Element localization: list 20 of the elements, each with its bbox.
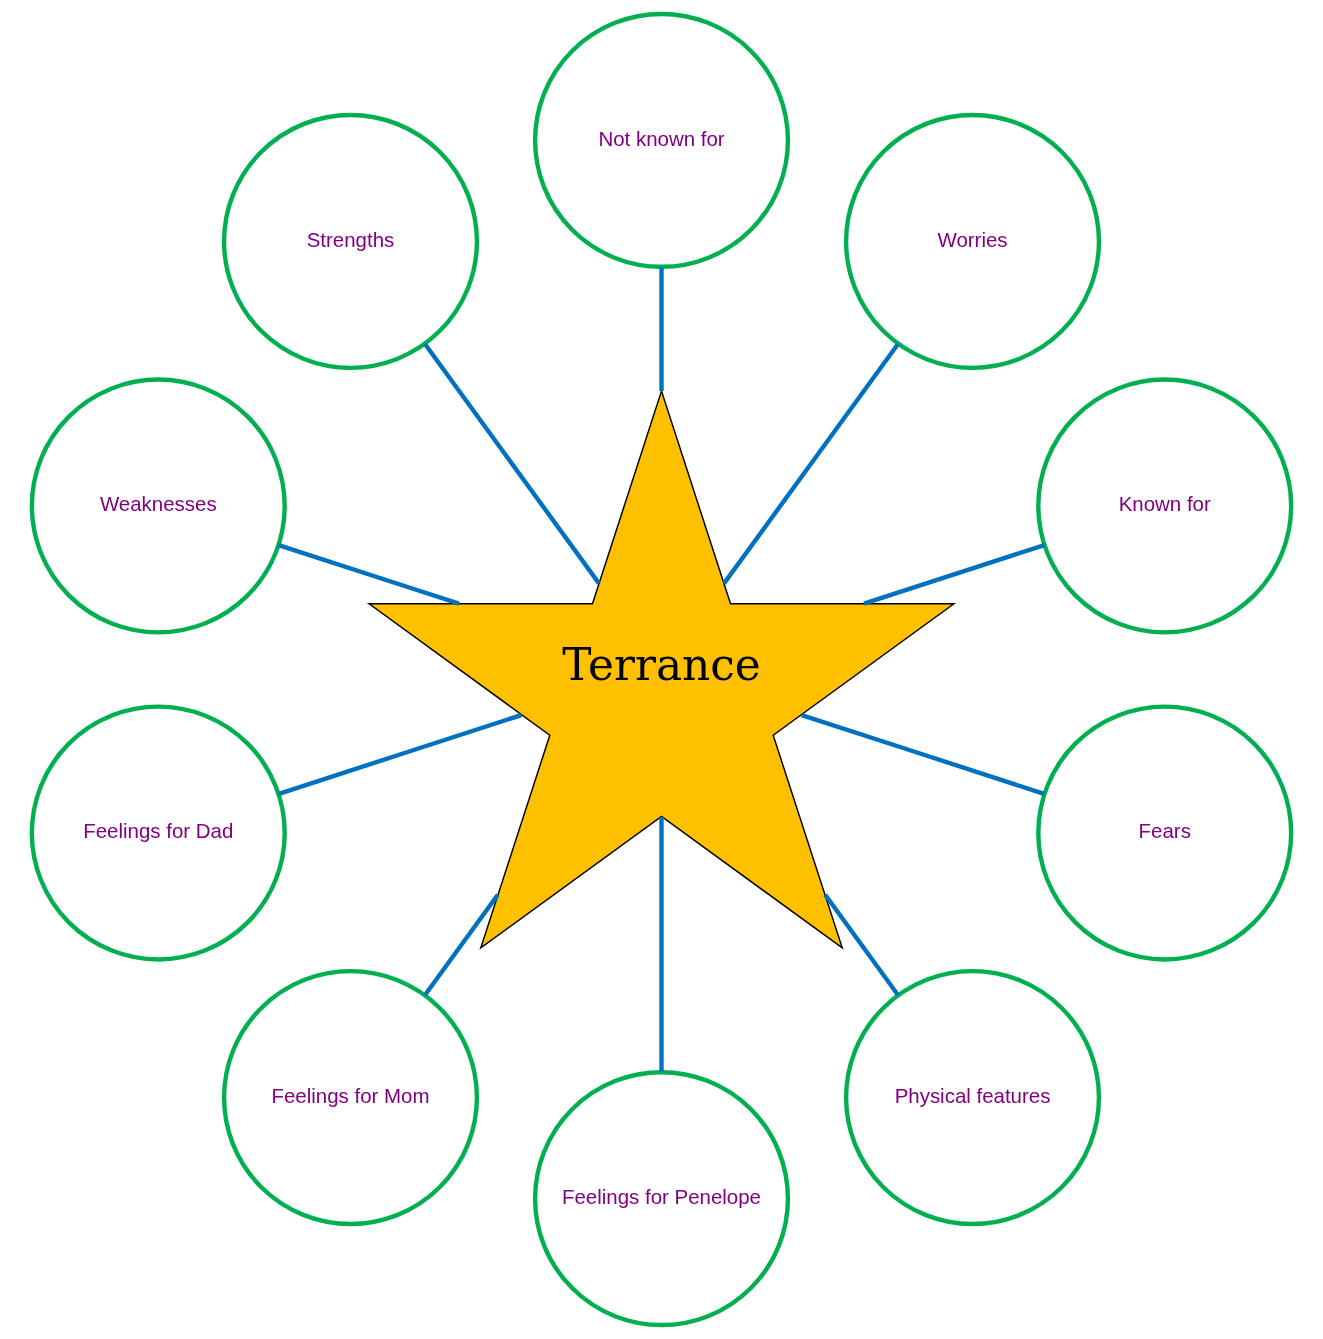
connector bbox=[722, 342, 900, 585]
node-circle: Not known for bbox=[532, 11, 791, 269]
node-circle: Feelings for Mom bbox=[221, 968, 480, 1227]
connector bbox=[659, 267, 664, 391]
connector bbox=[423, 893, 500, 997]
node-circle: Feelings for Dad bbox=[29, 704, 287, 962]
connector bbox=[863, 543, 1046, 606]
node-circle: Feelings for Penelope bbox=[532, 1070, 791, 1328]
node-circle: Strengths bbox=[221, 112, 480, 371]
node-circle: Fears bbox=[1036, 704, 1294, 962]
connector bbox=[823, 893, 900, 997]
node-circle: Weaknesses bbox=[29, 377, 287, 635]
connector bbox=[801, 712, 1045, 796]
connector bbox=[278, 712, 522, 796]
connector bbox=[277, 543, 460, 606]
connector bbox=[423, 342, 601, 585]
node-circle: Physical features bbox=[843, 968, 1102, 1227]
node-circle: Known for bbox=[1036, 377, 1294, 635]
connector bbox=[659, 816, 664, 1072]
node-circle: Worries bbox=[843, 112, 1102, 371]
